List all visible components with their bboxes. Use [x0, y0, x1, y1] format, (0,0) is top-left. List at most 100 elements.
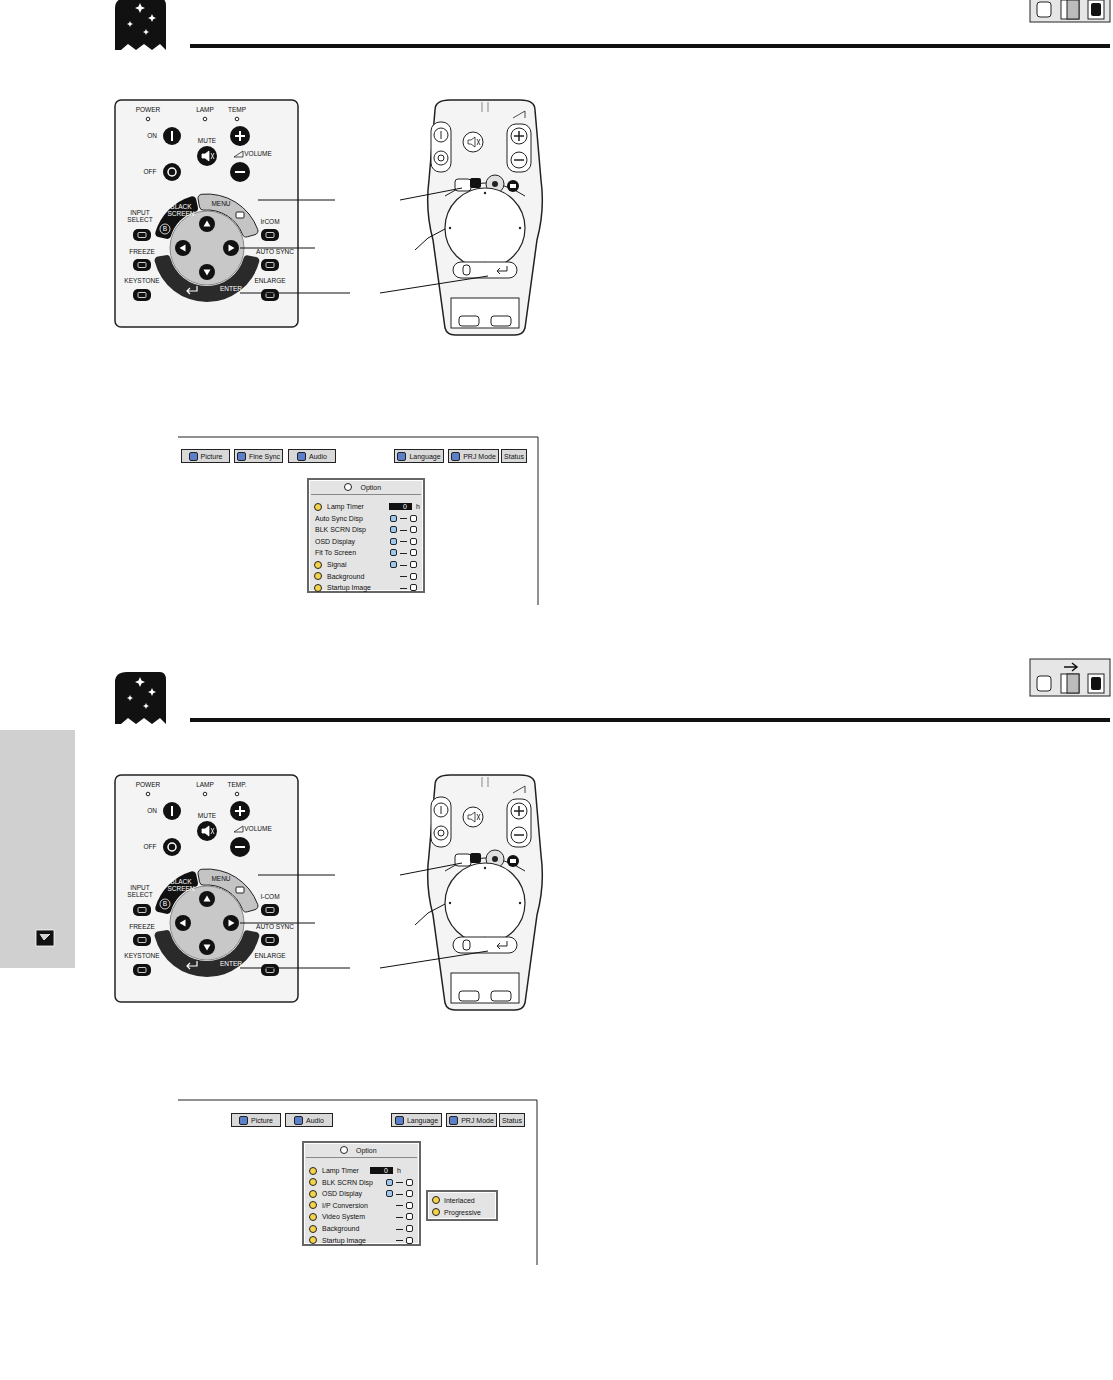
dial-dot: [519, 227, 521, 229]
menu-tab: Fine Sync: [234, 449, 283, 463]
setting-arrow: [400, 541, 407, 542]
setting-icon: [406, 1225, 413, 1232]
button-label: POWER: [136, 782, 161, 789]
item-icon: [309, 1178, 317, 1186]
sparkle: [135, 677, 145, 687]
tab-label: Audio: [309, 453, 327, 460]
header-icon: [115, 672, 166, 724]
b-key: [470, 853, 481, 863]
enter-key-band: [453, 937, 517, 953]
dial-dot: [449, 902, 451, 904]
arrow-button: [199, 264, 215, 280]
indicator-frame: [1030, 659, 1110, 696]
arrow-pad: [170, 886, 244, 960]
setting-icon: [386, 1179, 393, 1186]
button-label: BLACK SCREEN: [166, 879, 196, 892]
button-label: AUTO SYNC: [256, 924, 294, 931]
power-column: [431, 122, 451, 172]
button-label: B: [163, 901, 167, 908]
remote-icon-fill: [1091, 677, 1101, 690]
tab-label: PRJ Mode: [461, 1117, 494, 1124]
submenu-item: Interlaced: [444, 1197, 475, 1204]
menu-glyph: [236, 887, 244, 893]
volume-ramp: [513, 111, 525, 118]
on-glyph: [171, 131, 173, 141]
function-button: [261, 229, 279, 241]
function-button: [133, 229, 151, 241]
indicator-led: [146, 792, 150, 796]
indicator-led: [203, 792, 207, 796]
mute-glyph: [468, 812, 480, 822]
off-glyph: [438, 155, 444, 161]
minus-glyph: [235, 846, 245, 848]
lamp-timer-display: [389, 503, 412, 510]
tab-label: Language: [407, 1117, 438, 1124]
button-label: KEYSTONE: [124, 953, 159, 960]
button-label: ON: [147, 133, 157, 140]
button-label: FREEZE: [129, 924, 155, 931]
function-button: [261, 289, 279, 301]
screen-frame: [178, 1100, 537, 1265]
volume-up-button: [230, 801, 250, 821]
mode-indicator: [1030, 659, 1110, 696]
arrow-button: [199, 939, 215, 955]
menu-tab: Audio: [288, 449, 336, 463]
item-icon: [309, 1201, 317, 1209]
menu-item: BLK SCRN Disp: [322, 1179, 373, 1186]
plus-glyph: [514, 806, 524, 816]
lamp-timer-display: [370, 1167, 393, 1174]
title-rule: [311, 494, 421, 495]
button-label: ON: [147, 808, 157, 815]
setting-icon: [406, 1190, 413, 1197]
arrow-glyph: [229, 245, 235, 252]
indicator-led: [235, 792, 239, 796]
arrow-button: [223, 240, 239, 256]
button-label: FREEZE: [129, 249, 155, 256]
tab-icon: [395, 1116, 404, 1125]
submenu-item: Progressive: [444, 1209, 481, 1216]
side-tab-icon: [36, 930, 54, 946]
b-key: [470, 178, 481, 188]
tab-label: Status: [502, 1117, 522, 1124]
projector-icon: [1061, 0, 1079, 19]
function-glyph: [138, 938, 146, 943]
bottom-key: [459, 316, 479, 326]
remote-icon: [1088, 674, 1104, 693]
dial-dot: [449, 227, 451, 229]
arrow-button: [175, 915, 191, 931]
setting-icon: [410, 549, 417, 556]
button-label: VOLUME: [244, 151, 271, 158]
tab-icon: [297, 452, 306, 461]
item-icon: [309, 1236, 317, 1244]
enter-glyph: [497, 266, 507, 274]
off-button: [434, 151, 448, 165]
function-glyph: [138, 233, 146, 238]
item-icon: [314, 572, 322, 580]
button-label: TEMP.: [227, 782, 246, 789]
projector-side: [1067, 0, 1079, 19]
arrow-glyph: [204, 270, 211, 276]
setting-arrow: [396, 1194, 403, 1195]
leader-line: [380, 951, 488, 968]
bottom-key: [459, 991, 479, 1001]
mode-indicator: [1030, 0, 1110, 22]
function-glyph: [138, 968, 146, 973]
dial-dot: [484, 192, 486, 194]
off-button: [163, 163, 181, 181]
setting-arrow: [396, 1205, 403, 1206]
setting-icon: [410, 584, 417, 591]
minus-glyph: [235, 171, 245, 173]
projector-side: [1067, 674, 1079, 693]
setting-icon: [410, 526, 417, 533]
volume-down: [511, 152, 527, 168]
mute-glyph: [202, 151, 214, 161]
item-icon: [309, 1167, 317, 1175]
setting-icon: [406, 1179, 413, 1186]
button-label: LAMP: [196, 782, 214, 789]
panel-icon: [1037, 676, 1051, 691]
function-glyph: [266, 263, 274, 268]
sparkle: [127, 695, 133, 701]
section-header: [115, 659, 1110, 724]
on-button: [163, 802, 181, 820]
